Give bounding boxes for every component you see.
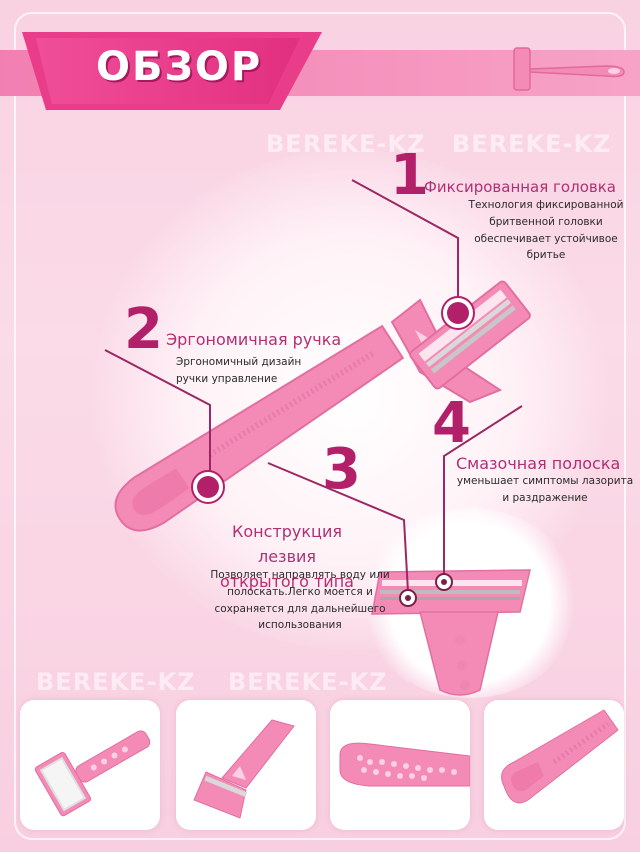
feature-desc-ergonomic-handle: Эргономичный дизайн ручки управление: [176, 356, 302, 385]
thumbnail-1[interactable]: [20, 700, 160, 830]
thumbnail-3[interactable]: [330, 700, 470, 830]
watermark-bottom-2: BEREKE-KZ: [228, 668, 388, 696]
thumbnail-2[interactable]: [176, 700, 316, 830]
handle-end-icon: [501, 709, 619, 804]
feature-title-lubricating-strip: Смазочная полоска: [456, 454, 621, 473]
handle-grip-icon: [339, 742, 470, 787]
feature-number-3: 3: [322, 437, 361, 502]
feature-number-4: 4: [432, 391, 471, 456]
callout-lines: [104, 179, 523, 593]
thumbnail-4[interactable]: [484, 700, 624, 830]
feature-number-1: 1: [390, 143, 429, 208]
feature-desc-lubricating-strip: уменьшает симптомы лазорита и раздражени…: [456, 475, 634, 504]
feature-title-ergonomic-handle: Эргономичная ручка: [166, 330, 342, 349]
razor-head-front-icon: [34, 730, 151, 817]
razor-handle: [114, 324, 405, 532]
mini-razor-icon: [513, 47, 625, 91]
feature-number-2: 2: [124, 297, 163, 362]
blade-closeup: [371, 569, 531, 696]
watermark-bottom: BEREKE-KZ: [36, 668, 196, 696]
header-banner-inner: [36, 38, 300, 104]
razor-head-side-icon: [193, 719, 295, 819]
feature-title-open-blade: Конструкция лезвия открытого типа: [220, 522, 354, 591]
feature-title-fixed-head: Фиксированная головка: [424, 178, 616, 196]
page-title: ОБЗОР: [96, 44, 263, 90]
watermark-top-2: BEREKE-KZ: [452, 130, 612, 158]
page-frame: [14, 12, 626, 840]
feature-desc-open-blade: Позволяет направлять воду или полоскать.…: [210, 569, 390, 632]
callout-markers: [191, 296, 475, 607]
feature-desc-fixed-head: Технология фиксированной бритвенной голо…: [468, 199, 624, 262]
